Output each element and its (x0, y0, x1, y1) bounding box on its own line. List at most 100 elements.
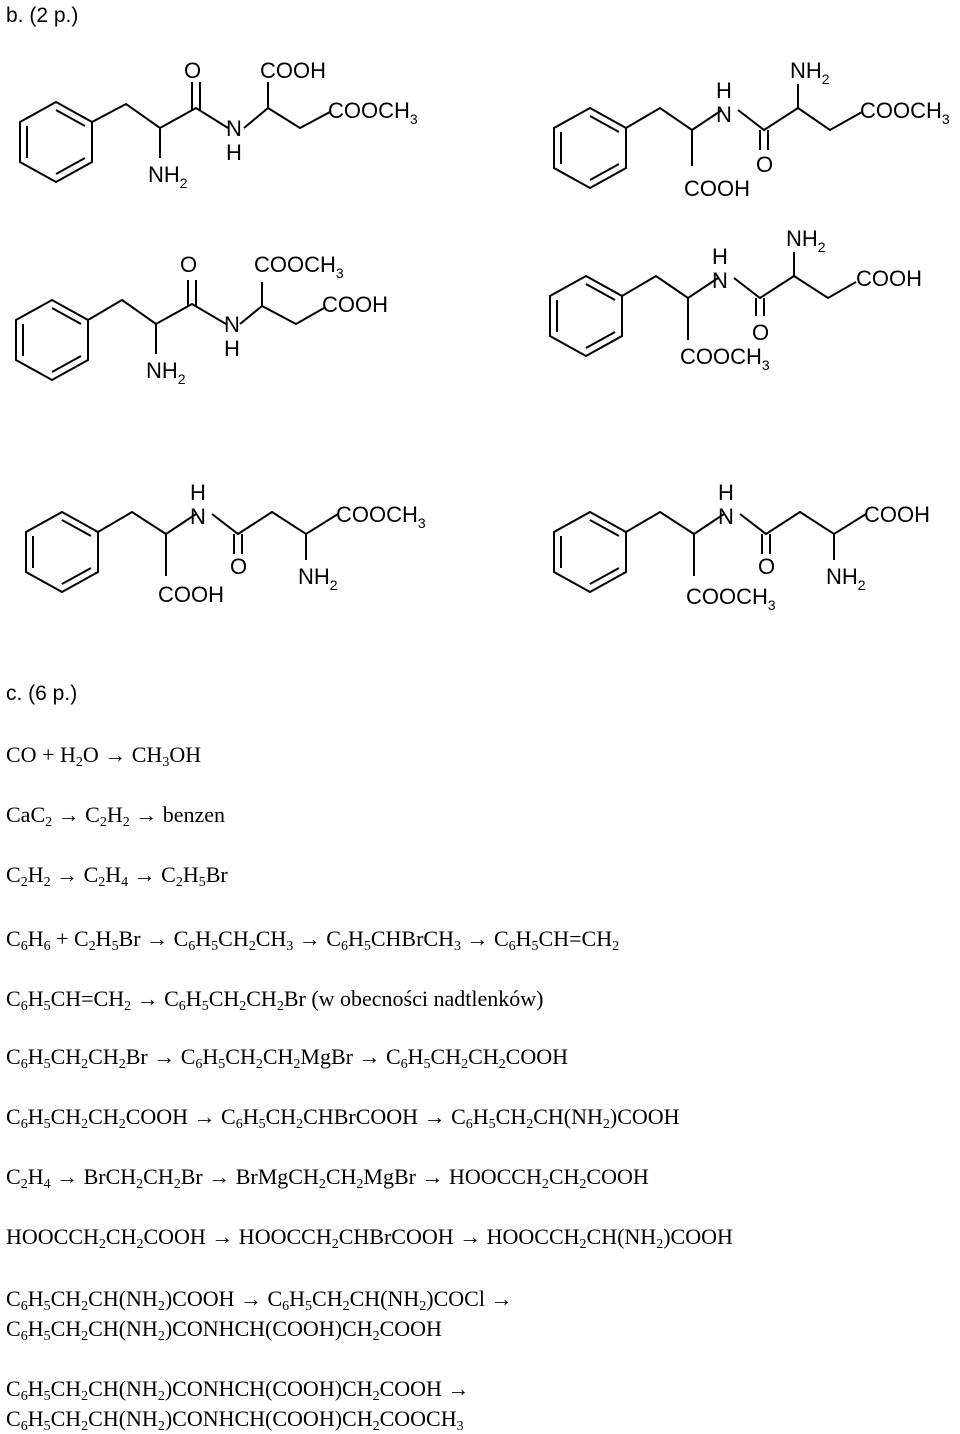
formula-text: CH (50, 1316, 82, 1341)
formula-text: CHBrCOOH → HOOCCH (338, 1224, 580, 1249)
subscript: 6 (20, 1329, 28, 1344)
formula-text: H (95, 926, 112, 951)
formula-text: MgBr → C (300, 1044, 401, 1069)
structure-label: COOH (684, 176, 750, 201)
subscript: 4 (43, 1177, 51, 1192)
formula-text: CH (143, 1164, 174, 1189)
subscript: 5 (43, 1419, 51, 1434)
subscript: 5 (218, 1057, 226, 1072)
formula-text: OH (169, 742, 202, 767)
reaction-line: C6H5CH2CH(NH2)CONHCH(COOH)CH2COOH (6, 1316, 442, 1344)
structure-label: N (712, 268, 728, 293)
subscript: 2 (296, 1117, 304, 1132)
subscript: 2 (461, 1057, 469, 1072)
formula-text: H (27, 1164, 44, 1189)
subscript: 6 (20, 1117, 28, 1132)
reaction-line: C6H6 + C2H5Br → C6H5CH2CH3 → C6H5CHBrCH3… (6, 926, 619, 954)
benzene-ring (15, 298, 89, 382)
subscript: 2 (157, 1419, 165, 1434)
structure-label: O (752, 320, 769, 345)
formula-text: C (6, 986, 21, 1011)
formula-text: H (105, 862, 122, 887)
formula-text: CH(NH (88, 1376, 158, 1401)
structure-4: H N NH2 COOH O COOCH3 (549, 226, 922, 373)
subscript: 6 (20, 1389, 28, 1404)
structure-2: H N NH2 COOCH3 O COOH (553, 58, 950, 201)
formula-text: )COOH → C (164, 1286, 283, 1311)
reaction-line: C6H5CH2CH2COOH → C6H5CH2CHBrCOOH → C6H5C… (6, 1104, 680, 1132)
structure-label: H (224, 336, 240, 361)
structure-6: H N COOH O NH2 COOCH3 (553, 480, 930, 613)
formula-text: CH (495, 1104, 527, 1129)
formula-text: H (27, 1316, 44, 1341)
formula-text: H (472, 1104, 489, 1129)
reaction-line: C6H5CH2CH(NH2)COOH → C6H5CH2CH(NH2)COCl … (6, 1286, 512, 1314)
formula-text: H (242, 1104, 259, 1129)
structure-label: H (712, 244, 728, 269)
formula-text: → C (460, 926, 509, 951)
formula-text: → BrCH (50, 1164, 137, 1189)
formula-text: COOH → HOOCCH (143, 1224, 332, 1249)
subscript: 6 (340, 939, 348, 954)
subscript: 2 (157, 1299, 165, 1314)
formula-text: CH (50, 1376, 82, 1401)
formula-text: )CONHCH(COOH)CH (164, 1376, 373, 1401)
formula-text: → C (131, 986, 179, 1011)
subscript: 2 (173, 1177, 181, 1192)
subscript: 2 (75, 755, 83, 770)
subscript: 2 (175, 875, 183, 890)
formula-text: COOH (586, 1164, 649, 1189)
structure-label: NH2 (790, 58, 830, 87)
structure-label: H (716, 78, 732, 103)
structure-label: H (718, 480, 734, 505)
subscript: 5 (43, 1057, 51, 1072)
formula-text: CH=CH (50, 986, 125, 1011)
formula-text: H (347, 926, 364, 951)
subscript: 2 (372, 1419, 380, 1434)
subscript: 2 (541, 1177, 549, 1192)
structure-label: COOH (158, 582, 224, 607)
subscript: 2 (157, 1329, 165, 1344)
formula-text: CH(NH (88, 1316, 158, 1341)
formula-text: CH (265, 1104, 297, 1129)
structure-label: COOH (322, 292, 388, 317)
formula-text: CH (262, 1044, 294, 1069)
subscript: 2 (20, 875, 28, 890)
subscript: 5 (198, 875, 206, 890)
formula-text: Br (w obecności nadtlenków) (283, 986, 544, 1011)
formula-text: HOOCCH (6, 1224, 99, 1249)
reaction-line: C6H5CH=CH2 → C6H5CH2CH2Br (w obecności n… (6, 986, 544, 1014)
formula-text: → benzen (129, 802, 225, 827)
subscript: 6 (282, 1299, 290, 1314)
formula-text: COOH (505, 1044, 569, 1069)
subscript: 6 (20, 939, 28, 954)
structure-label: COOCH3 (860, 98, 950, 127)
structure-label: N (224, 312, 240, 337)
subscript: 2 (136, 1237, 144, 1252)
subscript: 5 (363, 939, 371, 954)
subscript: 2 (356, 1177, 364, 1192)
subscript: 2 (81, 1419, 89, 1434)
formula-text: )COOH (609, 1104, 680, 1129)
structure-label: O (230, 554, 247, 579)
subscript: 6 (43, 939, 51, 954)
structure-label: COOCH3 (680, 344, 770, 373)
formula-text: COOH (379, 1316, 442, 1341)
formula-text: CH(NH (586, 1224, 657, 1249)
reaction-line: C6H5CH2CH(NH2)CONHCH(COOH)CH2COOCH3 (6, 1406, 464, 1434)
subscript: 2 (124, 999, 132, 1014)
formula-text: CH (325, 1164, 357, 1189)
formula-text: CH (105, 1224, 137, 1249)
subscript: 5 (201, 999, 209, 1014)
subscript: 2 (498, 1057, 506, 1072)
subscript: 5 (305, 1299, 313, 1314)
subscript: 5 (43, 1117, 51, 1132)
subscript: 5 (43, 1299, 51, 1314)
subscript: 2 (579, 1237, 587, 1252)
subscript: 2 (136, 1177, 144, 1192)
subscript: 2 (318, 1177, 326, 1192)
formula-text: CHBrCH (370, 926, 454, 951)
subscript: 2 (81, 1117, 89, 1132)
formula-text: C (6, 1164, 21, 1189)
formula-text: H (106, 802, 123, 827)
